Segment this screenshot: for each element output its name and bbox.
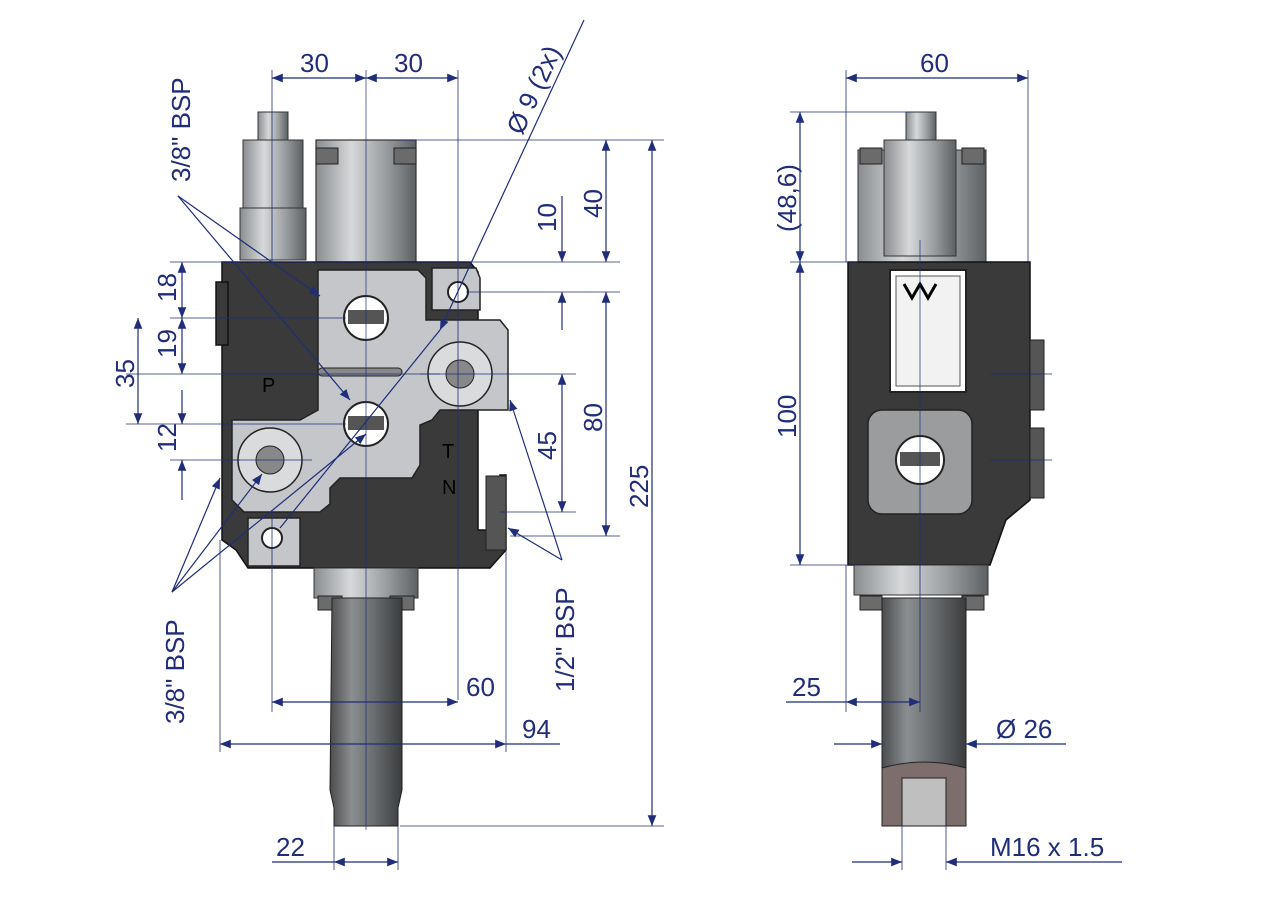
side-bolt-right [961, 147, 985, 165]
dim-94: 94 [522, 714, 551, 744]
side-rod [881, 597, 967, 769]
label-bsp-half: 1/2" BSP [550, 587, 580, 692]
dim-side-60: 60 [920, 48, 949, 78]
dim-hole-diameter: Ø 9 (2x) [500, 41, 567, 139]
port-letter-n: N [442, 477, 456, 499]
thread-bore [901, 777, 947, 827]
side-bottom-bolt-left [859, 595, 883, 611]
dim-19: 19 [152, 329, 182, 358]
dim-18: 18 [152, 273, 182, 302]
dim-left-half: 30 [300, 48, 329, 78]
port-letter-t: T [442, 441, 454, 463]
dim-45: 45 [532, 431, 562, 460]
label-bsp-top: 3/8" BSP [166, 77, 196, 182]
side-plug-upper [1029, 339, 1045, 411]
dim-12: 12 [152, 423, 182, 452]
dim-thread: M16 x 1.5 [990, 832, 1104, 862]
side-nut [883, 139, 957, 257]
cap-bolt-left [315, 147, 339, 165]
side-view [847, 111, 1045, 827]
body-side-lip [215, 281, 229, 346]
dim-100: 100 [772, 395, 802, 438]
dim-486: (48,6) [772, 164, 802, 232]
dim-25: 25 [792, 672, 821, 702]
port-letter-p: P [262, 375, 275, 397]
relief-valve-stem [257, 111, 289, 143]
side-stem [905, 111, 937, 143]
dim-right-half: 30 [394, 48, 423, 78]
dim-80: 80 [578, 403, 608, 432]
label-bsp-bottom: 3/8" BSP [160, 619, 190, 724]
front-view: P T N [215, 111, 509, 827]
n-port-plug [485, 475, 507, 551]
groove-slot [317, 367, 403, 377]
dim-top-10: 10 [532, 203, 562, 232]
relief-valve-nut-bottom [239, 207, 307, 261]
relief-valve-nut-top [242, 139, 304, 209]
dim-35: 35 [110, 359, 140, 388]
dim-diameter-26: Ø 26 [996, 714, 1052, 744]
cap-bolt-right [393, 147, 417, 165]
dim-top-40: 40 [578, 189, 608, 218]
side-plug-lower [1029, 427, 1045, 499]
side-bottom-cap [853, 564, 989, 596]
dim-225: 225 [624, 465, 654, 508]
side-dimensions: 60 (48,6) 100 25 Ø 26 M16 x 1.5 [772, 48, 1122, 870]
dim-60-bottom: 60 [466, 672, 495, 702]
side-bolt-left [859, 147, 883, 165]
dim-22: 22 [276, 832, 305, 862]
nameplate-inner [895, 275, 961, 387]
